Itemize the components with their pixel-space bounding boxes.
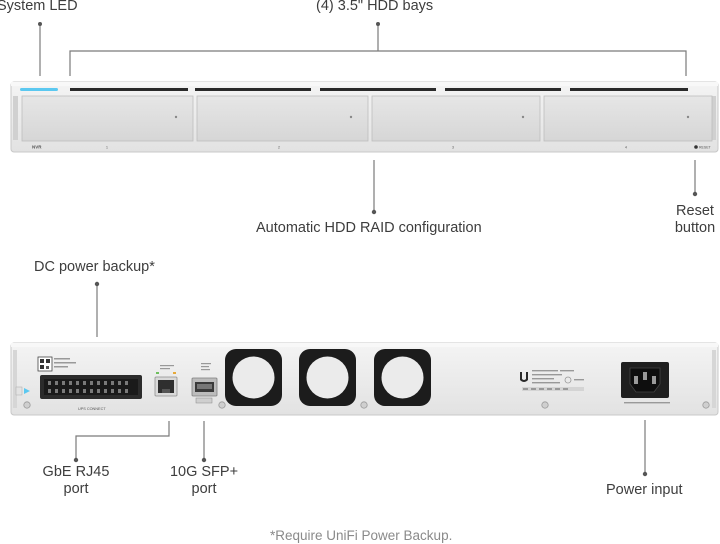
system-led xyxy=(20,88,58,91)
rear-panel: UPS CONNECT xyxy=(10,342,719,416)
hdd-bays-label: (4) 3.5" HDD bays xyxy=(316,0,434,14)
ups-connect-mark: UPS CONNECT xyxy=(78,407,106,411)
hdd-bay-2 xyxy=(196,95,369,142)
qr-label xyxy=(37,356,76,372)
bay-number-1: 1 xyxy=(106,146,108,150)
cooling-fan-2 xyxy=(299,349,356,406)
system-led-label: System LED xyxy=(0,0,78,14)
cooling-fan-3 xyxy=(374,349,431,406)
bay-number-4: 4 xyxy=(625,146,627,150)
reset-label-line1: Reset xyxy=(676,203,714,219)
raid-label: Automatic HDD RAID configuration xyxy=(256,220,482,236)
footnote: *Require UniFi Power Backup. xyxy=(270,528,453,543)
sfp-label-line2: port xyxy=(191,481,217,497)
sfp-port-label: 10G SFP+ port xyxy=(162,464,246,498)
sfp-label-line1: 10G SFP+ xyxy=(169,464,239,480)
cooling-fan-1 xyxy=(225,349,282,406)
reset-label-line2: button xyxy=(674,220,716,236)
compliance-label xyxy=(520,370,584,391)
dc-power-backup-connector: UPS CONNECT xyxy=(40,375,142,411)
reset-mark: RESET xyxy=(699,146,712,150)
reset-button xyxy=(694,145,698,149)
rear-leaders xyxy=(75,286,646,472)
power-input-socket xyxy=(621,362,670,404)
hdd-bay-3 xyxy=(371,95,541,142)
rj45-port-label: GbE RJ45 port xyxy=(28,464,124,498)
hdd-bay-1 xyxy=(21,95,194,142)
power-input-label: Power input xyxy=(606,482,683,498)
bay-number-2: 2 xyxy=(278,146,280,150)
dc-power-backup-label: DC power backup* xyxy=(34,259,155,275)
hdd-bay-4 xyxy=(543,95,713,142)
model-mark: NVR xyxy=(32,145,42,150)
rj45-label-line2: port xyxy=(63,481,89,497)
ubiquiti-logo-icon xyxy=(520,372,528,382)
sfp-port xyxy=(191,363,218,404)
front-panel: NVR 1 2 3 4 RESET xyxy=(10,81,719,153)
reset-button-label: Reset button xyxy=(660,203,720,237)
bay-number-3: 3 xyxy=(452,146,454,150)
rj45-label-line1: GbE RJ45 xyxy=(42,464,110,480)
rear-screws xyxy=(23,401,710,409)
front-leaders xyxy=(39,24,696,210)
rj45-port xyxy=(154,365,178,397)
